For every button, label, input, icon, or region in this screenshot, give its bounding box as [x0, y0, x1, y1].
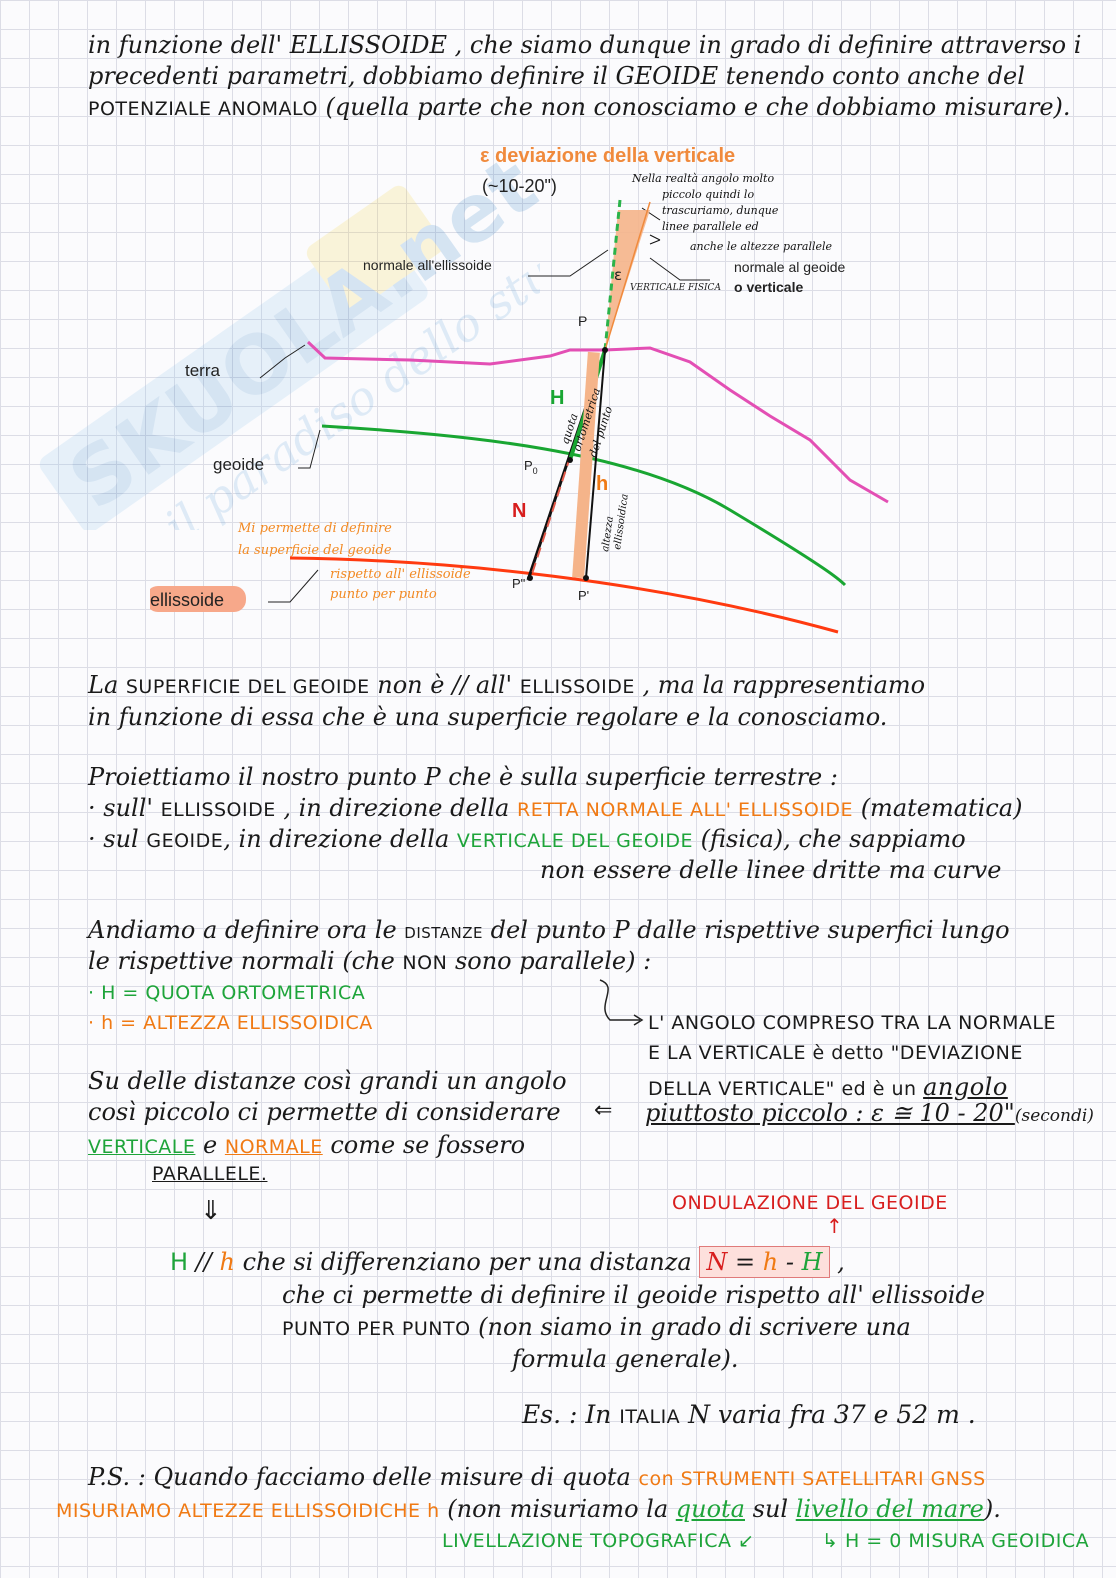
ellissoide-term: ELLISSOIDE [519, 676, 635, 698]
intro-line-3: POTENZIALE ANOMALO (quella parte che non… [88, 92, 1071, 124]
misura-geoidica-label: ↳ H = 0 MISURA GEOIDICA [822, 1530, 1090, 1552]
normale-geoide-label: normale al geoide [734, 259, 846, 275]
verticale-geoide-term: VERTICALE DEL GEOIDE [456, 830, 694, 852]
svg-text:la superficie del geoide: la superficie del geoide [238, 543, 392, 558]
ondulazione-formula: N = h - H [699, 1246, 830, 1278]
geoide-curve [321, 424, 847, 587]
para3-line-1: Andiamo a definire ora le DISTANZE del p… [88, 916, 1010, 944]
intro-line-3-rest: (quella parte che non conosciamo e che d… [317, 93, 1071, 121]
angle-note-line-4: piuttosto piccolo : ε ≅ 10 - 20"(secondi… [645, 1099, 1094, 1127]
h-uppercase-label: H [550, 387, 564, 409]
retta-normale-term: RETTA NORMALE ALL' ELLISSOIDE [517, 799, 854, 821]
distance-note-line-3: VERTICALE e NORMALE come se fossero [88, 1131, 526, 1159]
geoid-diagram: ε deviazione della verticale (~10-20") N… [150, 145, 889, 634]
up-arrow-icon: ↑ [826, 1214, 843, 1238]
para1-line-2: in funzione di essa che è una superficie… [88, 703, 888, 731]
para2-bullet-2: · sul GEOIDE, in direzione della VERTICA… [88, 825, 966, 853]
result-line-1: H // h che si differenziano per una dist… [170, 1246, 845, 1278]
livellazione-topografica-label: LIVELLAZIONE TOPOGRAFICA ↙ [442, 1530, 755, 1552]
normale-ellissoide-dashed [603, 199, 622, 351]
result-line-4: formula generale). [512, 1345, 739, 1373]
angle-note-line-2: E LA VERTICALE è detto "DEVIAZIONE [648, 1042, 1023, 1064]
result-line-3: PUNTO PER PUNTO (non siamo in grado di s… [282, 1313, 911, 1341]
point-p-label: P [578, 313, 587, 329]
svg-text:trascuriamo, dunque: trascuriamo, dunque [662, 204, 779, 217]
para2-line-1: Proiettiamo il nostro punto P che è sull… [88, 763, 838, 791]
p0-label: P0 [524, 458, 538, 476]
potenziale-anomalo-term: POTENZIALE ANOMALO [88, 98, 318, 120]
double-arrow-down-icon: ⇓ [200, 1196, 222, 1226]
terra-label: terra [185, 361, 221, 380]
bullet-quota-ortometrica: · H = QUOTA ORTOMETRICA [88, 982, 366, 1004]
svg-text:linee parallele ed: linee parallele ed [662, 220, 759, 233]
intro-line-1: in funzione dell' ELLISSOIDE , che siamo… [88, 31, 1082, 59]
ondulazione-label: ONDULAZIONE DEL GEOIDE [672, 1192, 948, 1214]
double-arrow-left-icon: ⇐ [594, 1098, 613, 1123]
altezza-line [585, 349, 606, 579]
geoide-label: geoide [213, 455, 264, 474]
normale-geoide-leader [649, 257, 710, 281]
svg-text:Nella realtà angolo molto: Nella realtà angolo molto [631, 172, 774, 185]
diagram-title: ε deviazione della verticale [480, 145, 735, 167]
point-p [602, 347, 608, 353]
svg-text:altezza: altezza [600, 516, 616, 553]
para1-line-1: La SUPERFICIE DEL GEOIDE non è // all' E… [88, 671, 926, 699]
p2-label: P" [512, 576, 526, 591]
ellissoide-label: ellissoide [150, 590, 224, 610]
para3-line-2: le rispettive normali (che NON sono para… [88, 947, 652, 975]
terra-leader [259, 344, 306, 379]
n-label: N [512, 500, 526, 522]
point-p1 [583, 575, 589, 581]
point-p2 [527, 575, 533, 581]
verticale-label: o verticale [734, 279, 803, 295]
svg-text:piccolo quindi lo: piccolo quindi lo [662, 188, 754, 201]
svg-text:anche le altezze parallele: anche le altezze parallele [690, 240, 833, 253]
ellissoide-curve [289, 556, 839, 634]
bullet-altezza-ellissoidica: · h = ALTEZZA ELLISSOIDICA [88, 1012, 373, 1034]
h-lowercase-label: h [596, 473, 608, 495]
verticale-fisica-label: VERTICALE FISICA [630, 283, 721, 293]
verticale-line [604, 201, 651, 351]
superficie-geoide-term: SUPERFICIE DEL GEOIDE [125, 676, 370, 698]
geoide-leader [298, 429, 321, 469]
curved-arrow-icon [599, 979, 644, 1026]
example-italia: Es. : In ITALIA N varia fra 37 e 52 m . [522, 1400, 976, 1429]
distance-note-line-1: Su delle distanze così grandi un angolo [88, 1067, 567, 1095]
angle-note-line-1: L' ANGOLO COMPRESO TRA LA NORMALE [648, 1012, 1056, 1034]
para2-line-4: non essere delle linee dritte ma curve [540, 856, 1002, 884]
diagram-subtitle: (~10-20") [482, 176, 557, 196]
p1-label: P' [578, 588, 589, 603]
altezza-ellissoidica-band [572, 351, 600, 579]
terra-curve [306, 340, 889, 504]
normale-ellissoide-label: normale all'ellissoide [363, 257, 492, 273]
altezza-ellissoidica-note: altezza ellissoidica [600, 493, 631, 552]
ps-line-1: P.S. : Quando facciamo delle misure di q… [88, 1463, 986, 1491]
svg-text:Mi permette di definire: Mi permette di definire [237, 521, 392, 536]
intro-line-2: precedenti parametri, dobbiamo definire … [88, 62, 1025, 90]
result-line-2: che ci permette di definire il geoide ri… [282, 1281, 985, 1309]
ps-line-2: MISURIAMO ALTEZZE ELLISSOIDICHE h (non m… [56, 1495, 1001, 1523]
distance-note-line-2: così piccolo ci permette di considerare [88, 1098, 561, 1126]
note-arrow-icon [649, 234, 661, 245]
normale-ellissoide-leader [528, 249, 609, 277]
point-p0 [567, 457, 573, 463]
svg-text:rispetto all' ellissoide: rispetto all' ellissoide [330, 567, 471, 582]
para2-bullet-1: · sull' ELLISSOIDE , in direzione della … [88, 794, 1023, 822]
angle-note-line-3: DELLA VERTICALE" ed è un angolo [648, 1073, 1008, 1101]
svg-text:punto per punto: punto per punto [330, 587, 437, 602]
ellissoide-leader [268, 569, 319, 603]
ellissoide-label-bg [150, 586, 246, 612]
note-left: Mi permette di definire la superficie de… [237, 521, 471, 602]
distance-note-line-4: PARALLELE. [152, 1163, 268, 1185]
note-top: Nella realtà angolo molto piccolo quindi… [631, 172, 833, 253]
epsilon-label: ε [614, 266, 622, 284]
